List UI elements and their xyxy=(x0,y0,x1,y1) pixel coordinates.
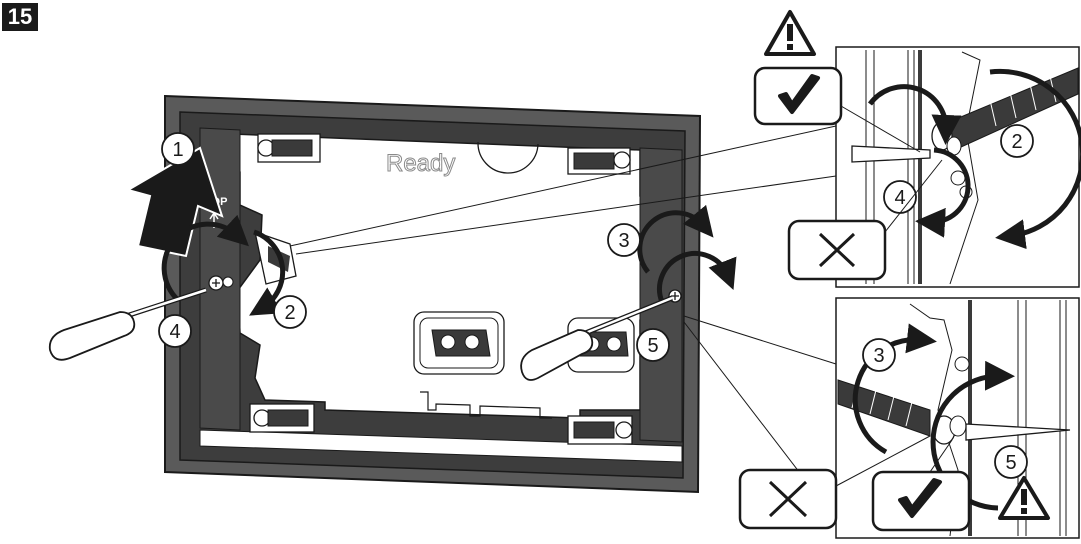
screwdriver-left-icon xyxy=(48,287,207,361)
frame-bottom-rail xyxy=(199,429,683,463)
blade-bottom-icon xyxy=(965,423,1071,441)
callout-main-1: 1 xyxy=(161,132,195,166)
clip-top-left xyxy=(257,133,321,163)
svg-text:3: 3 xyxy=(873,345,884,367)
blade-top-icon xyxy=(851,145,931,163)
screwdriver-right-icon xyxy=(520,295,673,381)
callout-main-5: 5 xyxy=(636,328,670,362)
callout-main-4: 4 xyxy=(158,314,192,348)
detail-panel-top: 2 4 xyxy=(835,46,1081,288)
main-rotation-arrows xyxy=(161,204,737,316)
svg-text:3: 3 xyxy=(618,230,629,252)
correct-top-icon xyxy=(753,66,843,126)
top-cutout-arc xyxy=(477,141,539,174)
callout-detail-bottom-3: 3 xyxy=(862,338,896,372)
svg-text:5: 5 xyxy=(1005,452,1016,474)
center-bracket xyxy=(413,311,505,375)
callout-main-3: 3 xyxy=(607,223,641,257)
incorrect-top-icon xyxy=(787,219,887,281)
svg-text:1: 1 xyxy=(172,139,183,161)
clip-bottom-left xyxy=(249,403,315,433)
svg-text:2: 2 xyxy=(1011,131,1022,153)
clip-top-right xyxy=(567,147,631,175)
warning-top-icon xyxy=(764,10,816,56)
svg-text:2: 2 xyxy=(284,302,295,324)
frame-assembly: Ready TOP xyxy=(164,94,702,494)
svg-text:4: 4 xyxy=(894,187,905,209)
svg-text:5: 5 xyxy=(647,335,658,357)
svg-text:4: 4 xyxy=(169,321,180,343)
incorrect-bottom-icon xyxy=(738,468,838,530)
callout-detail-top-2: 2 xyxy=(1000,124,1034,158)
callout-detail-top-4: 4 xyxy=(883,180,917,214)
step-number-badge: 15 xyxy=(2,3,38,31)
warning-bottom-icon xyxy=(998,476,1050,520)
push-up-arrow-icon xyxy=(125,146,224,258)
bottom-notches xyxy=(420,391,552,419)
correct-bottom-icon xyxy=(871,470,971,532)
callout-detail-bottom-5: 5 xyxy=(994,445,1028,479)
clip-bottom-right xyxy=(567,415,633,445)
frame-label: Ready xyxy=(386,150,455,177)
callout-main-2: 2 xyxy=(273,295,307,329)
